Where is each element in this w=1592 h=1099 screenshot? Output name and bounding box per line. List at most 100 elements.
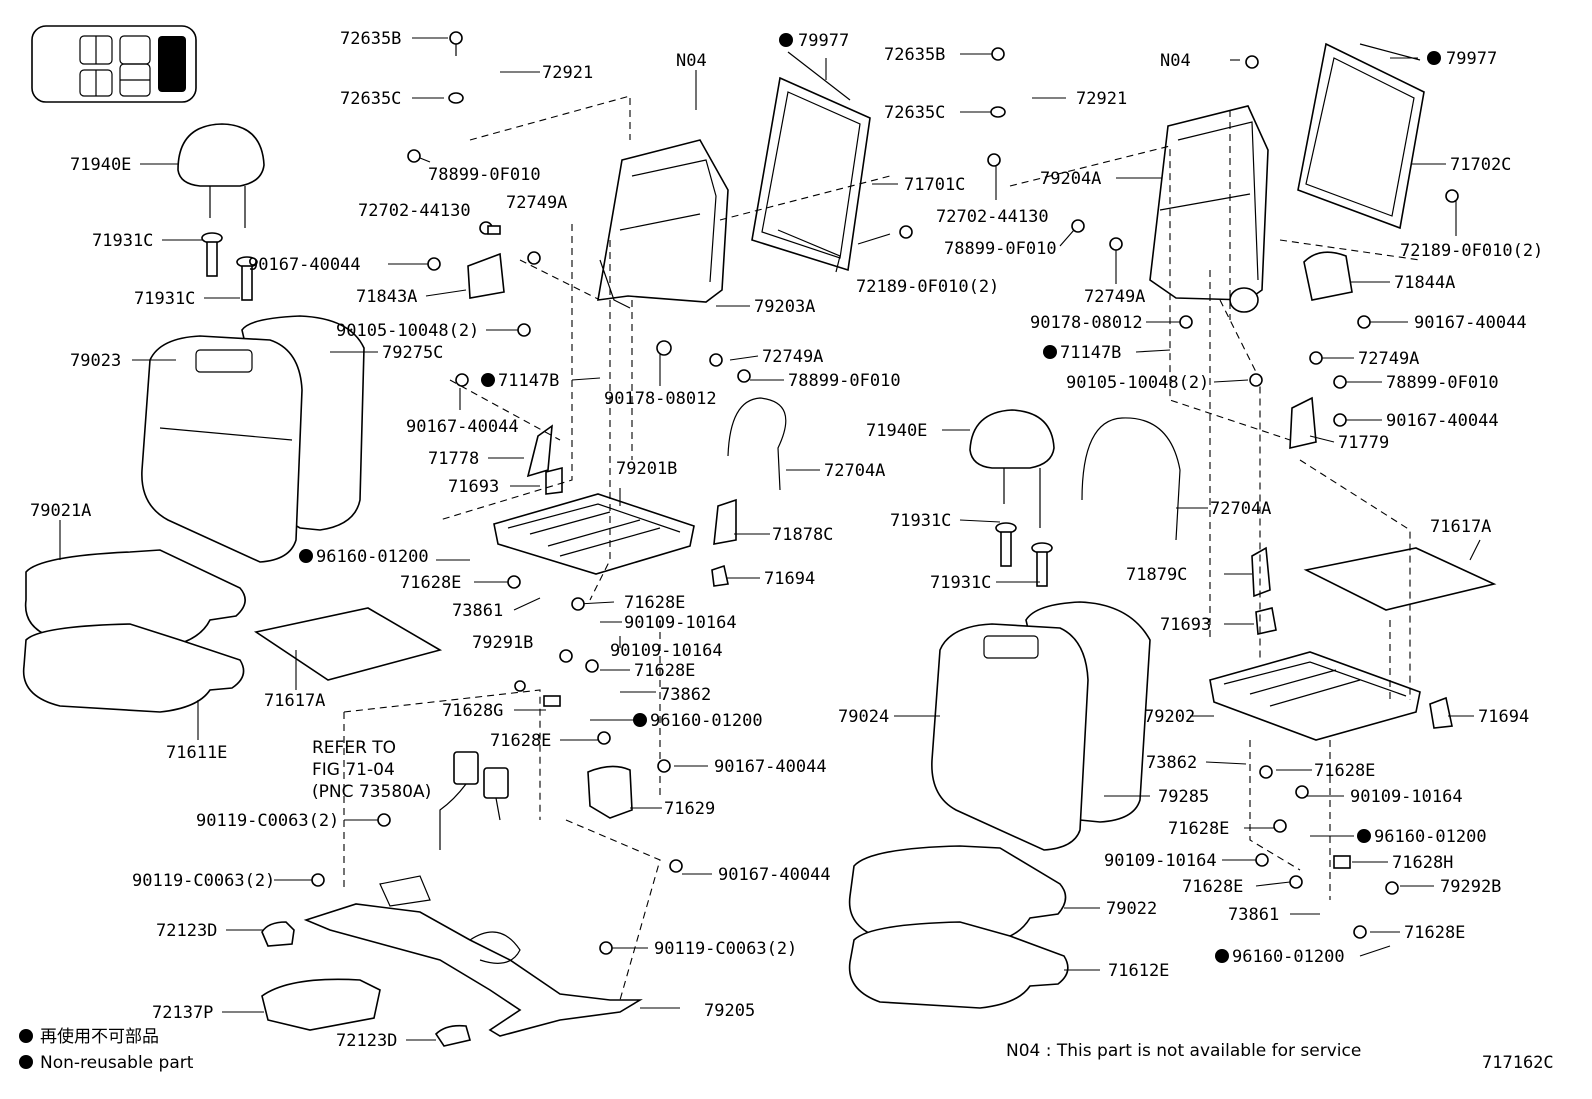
label: 79024 xyxy=(838,707,889,727)
label: 71931C xyxy=(890,511,951,531)
cushion-frame-left xyxy=(493,493,695,575)
non-reusable-marker xyxy=(779,33,793,47)
seatback-cover-left xyxy=(141,315,365,563)
back-board-left xyxy=(751,51,871,273)
cushion-cover-right xyxy=(848,845,1069,1009)
label: 71628G xyxy=(442,701,503,721)
label: 79977 xyxy=(798,31,849,51)
label: 90109-10164 xyxy=(1104,851,1217,871)
label: 78899-0F010 xyxy=(788,371,901,391)
brackets-left xyxy=(467,252,737,819)
label: 90119-C0063(2) xyxy=(654,939,797,959)
label: 72635C xyxy=(884,103,945,123)
label: 71931C xyxy=(92,231,153,251)
label: 71940E xyxy=(866,421,927,441)
label: 72749A xyxy=(1084,287,1145,307)
label: 71147B xyxy=(498,371,559,391)
label: 72189-0F010(2) xyxy=(856,277,999,297)
label: 72123D xyxy=(336,1031,397,1051)
label: 71628E xyxy=(1404,923,1465,943)
back-board-right xyxy=(1297,42,1425,230)
label: 90178-08012 xyxy=(1030,313,1143,333)
label: 71612E xyxy=(1108,961,1169,981)
label: 71844A xyxy=(1394,273,1455,293)
label: 79292B xyxy=(1440,877,1501,897)
label: 71617A xyxy=(1430,517,1491,537)
part-labels: 72635B 72921 72635C 71940E 71931C 71931C… xyxy=(30,29,1543,1051)
label: 71628E xyxy=(624,593,685,613)
seat-track-left xyxy=(303,875,643,1037)
label: 79977 xyxy=(1446,49,1497,69)
label: 79291B xyxy=(472,633,533,653)
label: 71628E xyxy=(400,573,461,593)
label: 96160-01200 xyxy=(1374,827,1487,847)
label: 71147B xyxy=(1060,343,1121,363)
label: 90109-10164 xyxy=(1350,787,1463,807)
label: 78899-0F010 xyxy=(1386,373,1499,393)
headrest-right xyxy=(969,409,1055,528)
seat-pad-left xyxy=(253,607,443,681)
leader-lines xyxy=(59,37,1481,1041)
label: 71611E xyxy=(166,743,227,763)
release-cable-left xyxy=(727,397,787,491)
bracket-71779 xyxy=(1289,396,1317,450)
seat-pad-right xyxy=(1303,547,1497,611)
label: 79021A xyxy=(30,501,91,521)
label: 79201B xyxy=(616,459,677,479)
label: 79204A xyxy=(1040,169,1101,189)
label: 71931C xyxy=(134,289,195,309)
label: 90178-08012 xyxy=(604,389,717,409)
label: 79023 xyxy=(70,351,121,371)
label: 79202 xyxy=(1144,707,1195,727)
non-reusable-marker xyxy=(299,549,313,563)
label: N04 xyxy=(676,51,707,71)
label: 79203A xyxy=(754,297,815,317)
label: 72123D xyxy=(156,921,217,941)
release-cable-right xyxy=(1081,417,1181,541)
refer-note-line3: (PNC 73580A) xyxy=(312,782,431,802)
label: 72704A xyxy=(824,461,885,481)
label: 71778 xyxy=(428,449,479,469)
label: 72189-0F010(2) xyxy=(1400,241,1543,261)
label: 71617A xyxy=(264,691,325,711)
cushion-frame-right xyxy=(1209,651,1421,741)
bracket-71844A xyxy=(1303,251,1353,301)
label: 72749A xyxy=(1358,349,1419,369)
headrest-guide-left xyxy=(201,232,258,301)
bracket-71694-right xyxy=(1429,696,1453,729)
label: 72137P xyxy=(152,1003,213,1023)
label: 71701C xyxy=(904,175,965,195)
label: 90105-10048(2) xyxy=(336,321,479,341)
cushion-cover-left xyxy=(22,549,246,713)
label: 96160-01200 xyxy=(650,711,763,731)
seatback-frame-right xyxy=(1149,105,1269,313)
label: 90167-40044 xyxy=(1386,411,1499,431)
label: 90109-10164 xyxy=(610,641,723,661)
label: 71702C xyxy=(1450,155,1511,175)
seatback-frame-left xyxy=(597,139,729,309)
label: 73862 xyxy=(1146,753,1197,773)
label: 72635B xyxy=(884,45,945,65)
non-reusable-marker xyxy=(1043,345,1057,359)
non-reusable-marker xyxy=(1357,829,1371,843)
label: 79275C xyxy=(382,343,443,363)
label: 90167-40044 xyxy=(248,255,361,275)
label: 90119-C0063(2) xyxy=(132,871,275,891)
legend: 再使用不可部品 Non-reusable part xyxy=(19,1026,194,1073)
headrest-guide-right xyxy=(995,522,1053,587)
figure-code: 717162C xyxy=(1482,1053,1554,1073)
seat-belt-buckle xyxy=(439,751,509,850)
label: 71843A xyxy=(356,287,417,307)
non-reusable-marker xyxy=(633,713,647,727)
label: 72702-44130 xyxy=(358,201,471,221)
refer-note-line2: FIG 71-04 xyxy=(312,760,395,780)
label: 71694 xyxy=(764,569,815,589)
label: 96160-01200 xyxy=(316,547,429,567)
seat-position-icon xyxy=(31,25,197,103)
label: 96160-01200 xyxy=(1232,947,1345,967)
non-reusable-marker xyxy=(19,1055,33,1069)
label: 72921 xyxy=(542,63,593,83)
label: 73861 xyxy=(452,601,503,621)
label: 72635C xyxy=(340,89,401,109)
